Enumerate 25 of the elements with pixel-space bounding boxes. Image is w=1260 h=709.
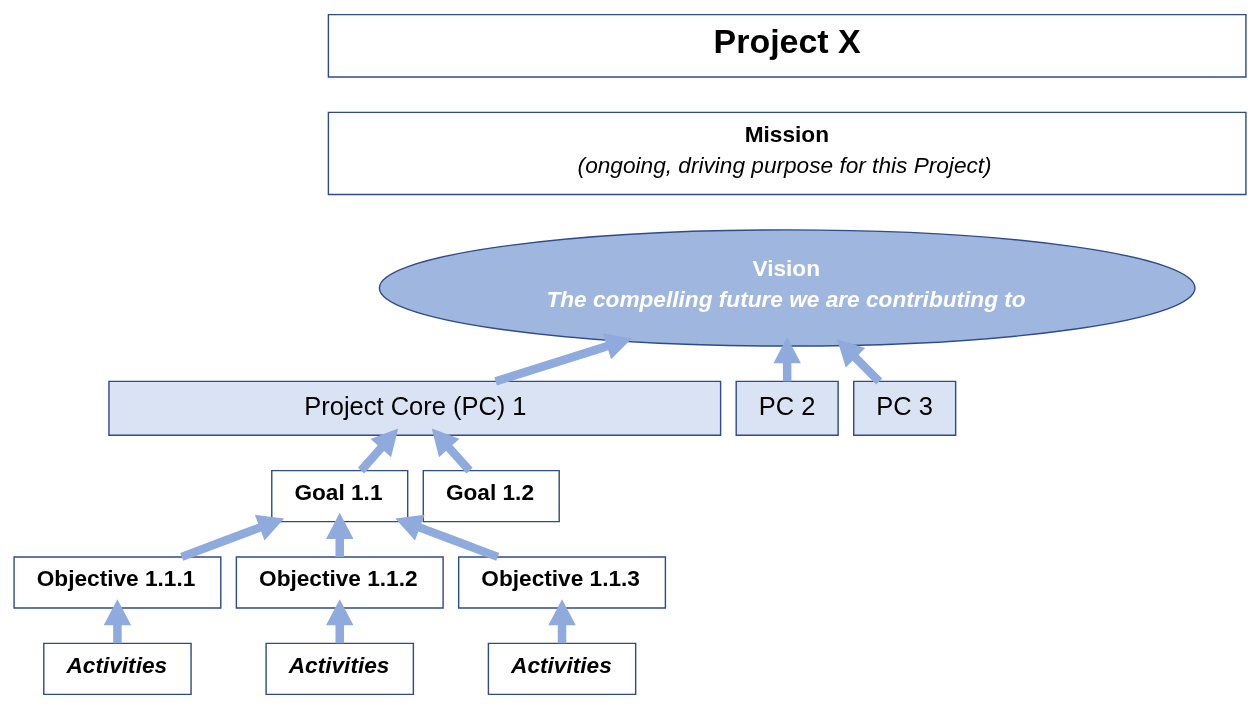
node-box: PC 2	[735, 380, 839, 436]
node-box: PC 3	[853, 380, 957, 436]
arrow	[773, 337, 801, 382]
arrow	[494, 333, 632, 386]
arrow	[837, 339, 883, 385]
node-box: Objective 1.1.3	[457, 556, 667, 609]
node-box: Goal 1.1	[271, 469, 409, 523]
arrow	[548, 599, 576, 644]
node-box: Objective 1.1.2	[235, 556, 444, 609]
arrow	[395, 514, 500, 561]
arrow	[103, 599, 132, 644]
arrow	[326, 512, 354, 557]
arrow	[431, 428, 473, 474]
arrow	[357, 428, 399, 474]
node-box: Activities	[487, 642, 637, 696]
arrow	[326, 599, 354, 644]
node-box: Goal 1.2	[422, 469, 560, 523]
node-box: Mission (ongoing, driving purpose for this Project)	[327, 111, 1247, 196]
node-ellipse: Vision The compelling future we are contributing to	[378, 229, 1196, 347]
node-box: Activities	[43, 642, 192, 696]
arrow	[180, 514, 285, 561]
node-box: Project X	[327, 13, 1247, 78]
node-box: Activities	[265, 642, 415, 696]
node-box: Objective 1.1.1	[13, 556, 222, 609]
node-box: Project Core (PC) 1	[108, 380, 722, 436]
